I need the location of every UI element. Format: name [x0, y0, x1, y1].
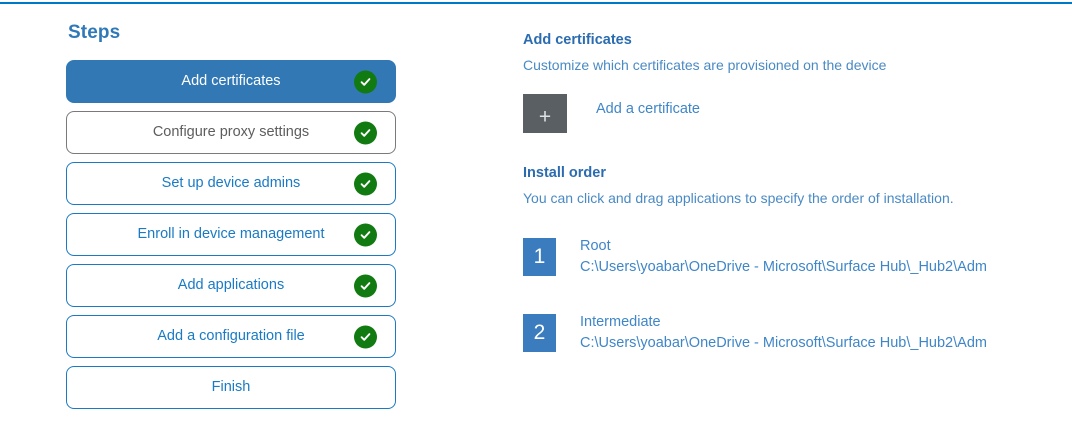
- install-order-heading: Install order: [523, 165, 606, 182]
- step-button-add-applications[interactable]: Add applications: [66, 264, 396, 307]
- install-item-text: Intermediate C:\Users\yoabar\OneDrive - …: [580, 312, 1010, 354]
- step-label: Finish: [211, 379, 251, 396]
- step-label: Add applications: [177, 277, 285, 294]
- install-order-subtitle: You can click and drag applications to s…: [523, 190, 954, 207]
- add-certificate-row: + Add a certificate: [523, 94, 1023, 134]
- detail-subtitle: Customize which certificates are provisi…: [523, 56, 887, 73]
- step-label: Enroll in device management: [137, 226, 325, 243]
- step-button-configure-proxy-settings[interactable]: Configure proxy settings: [66, 111, 396, 154]
- check-circle-icon: [354, 223, 377, 246]
- install-item-text: Root C:\Users\yoabar\OneDrive - Microsof…: [580, 236, 1010, 278]
- order-badge: 2: [523, 313, 556, 352]
- detail-heading: Add certificates: [523, 32, 632, 48]
- step-button-add-certificates[interactable]: Add certificates: [66, 60, 396, 103]
- step-label: Add certificates: [181, 73, 281, 90]
- order-badge: 1: [523, 237, 556, 276]
- install-order-list: 1 Root C:\Users\yoabar\OneDrive - Micros…: [523, 236, 1023, 354]
- step-label: Configure proxy settings: [152, 124, 310, 141]
- top-accent-rule: [0, 2, 1072, 4]
- check-circle-icon: [354, 172, 377, 195]
- step-label: Add a configuration file: [157, 328, 305, 345]
- check-circle-icon: [354, 121, 377, 144]
- add-certificate-button[interactable]: +: [523, 94, 567, 134]
- install-item-name: Intermediate: [580, 313, 661, 330]
- install-item-path: C:\Users\yoabar\OneDrive - Microsoft\Sur…: [580, 258, 987, 275]
- check-circle-icon: [354, 70, 377, 93]
- step-button-finish[interactable]: Finish: [66, 366, 396, 409]
- check-circle-icon: [354, 274, 377, 297]
- steps-panel: Steps Add certificates Configure proxy s…: [66, 22, 402, 417]
- install-item-path: C:\Users\yoabar\OneDrive - Microsoft\Sur…: [580, 334, 987, 351]
- add-certificate-link[interactable]: Add a certificate: [596, 101, 700, 118]
- check-circle-icon: [354, 325, 377, 348]
- step-button-set-up-device-admins[interactable]: Set up device admins: [66, 162, 396, 205]
- step-label: Set up device admins: [161, 175, 301, 192]
- list-item[interactable]: 1 Root C:\Users\yoabar\OneDrive - Micros…: [523, 236, 1023, 278]
- list-item[interactable]: 2 Intermediate C:\Users\yoabar\OneDrive …: [523, 312, 1023, 354]
- install-order-section: Install order You can click and drag app…: [523, 164, 1023, 207]
- step-button-enroll-in-device-management[interactable]: Enroll in device management: [66, 213, 396, 256]
- detail-panel: Add certificates Customize which certifi…: [523, 31, 1023, 390]
- plus-icon: +: [538, 105, 552, 129]
- install-item-name: Root: [580, 237, 611, 254]
- step-button-add-a-configuration-file[interactable]: Add a configuration file: [66, 315, 396, 358]
- steps-heading: Steps: [68, 22, 121, 43]
